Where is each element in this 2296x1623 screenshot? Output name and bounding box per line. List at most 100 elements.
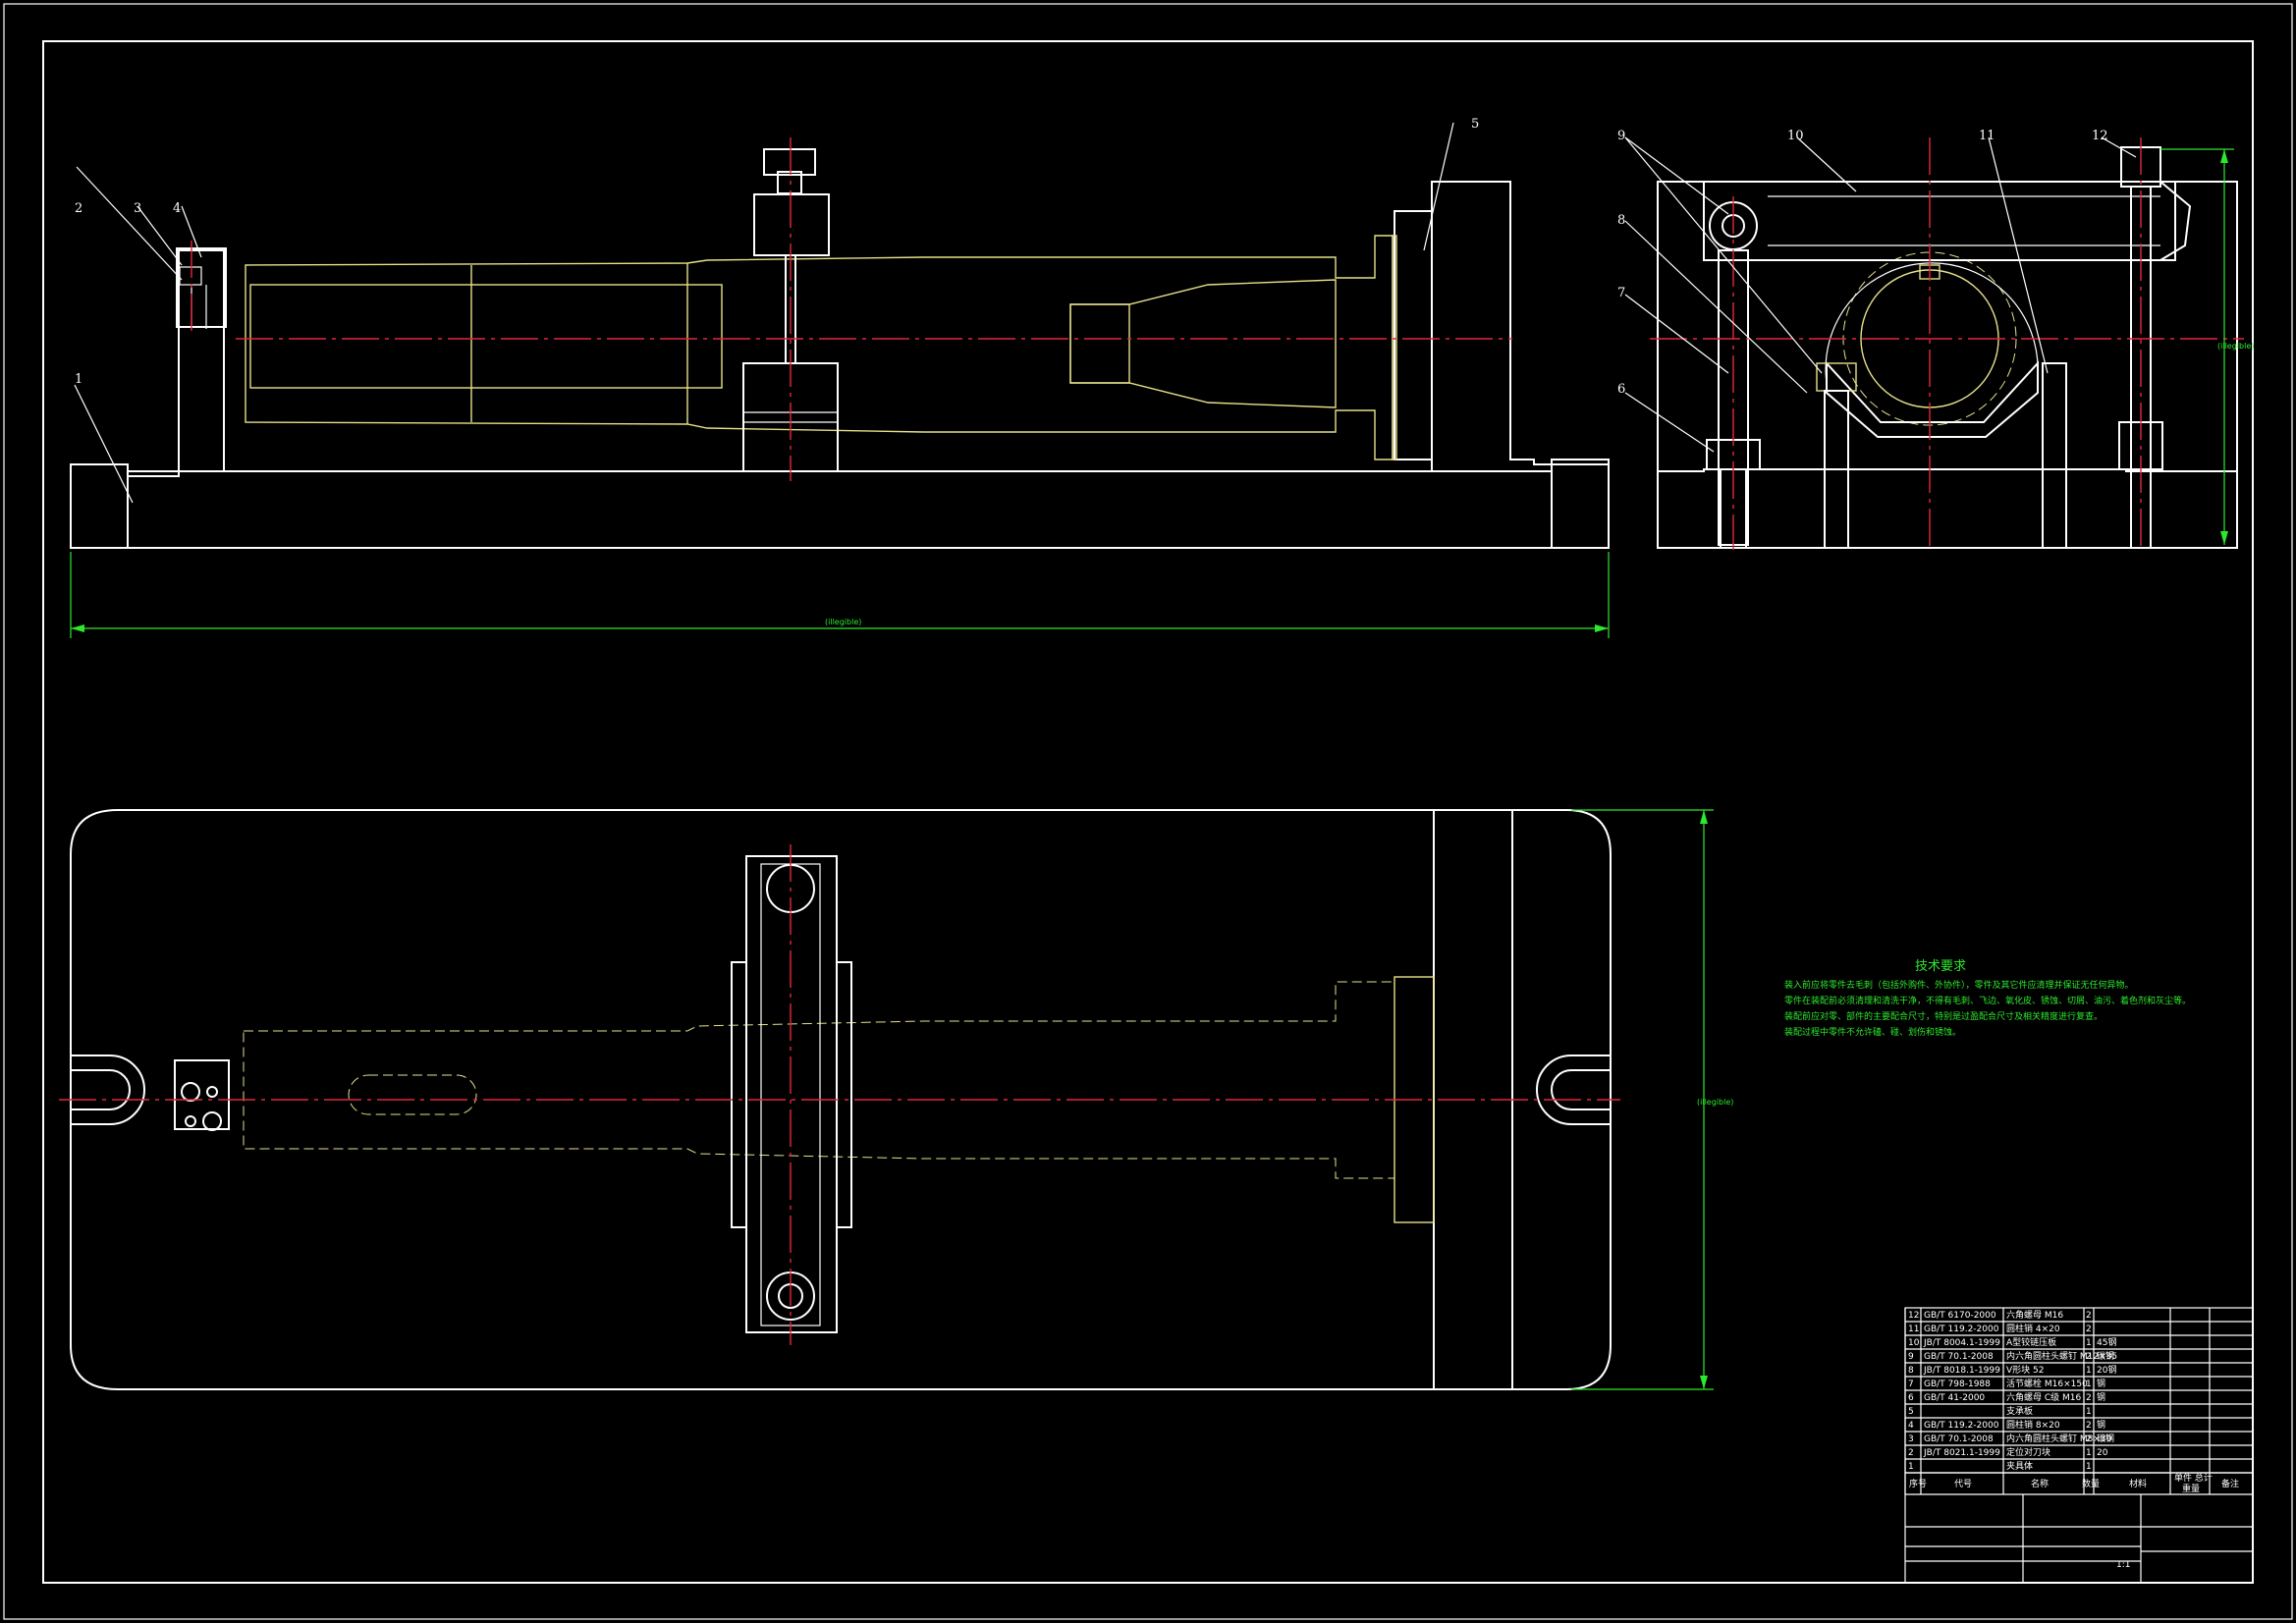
bom-cell-no: 3	[1908, 1434, 1914, 1444]
bom-cell-code: JB/T 8004.1-1999	[1923, 1338, 2000, 1348]
bom-cell-qty: 2	[2086, 1325, 2092, 1334]
side-section-view: (illegible) 6 7 8 9 10 11 12	[1617, 129, 2254, 550]
bom-cell-name: 六角螺母 M16	[2006, 1309, 2063, 1321]
bom-cell-material: 45钢	[2097, 1336, 2116, 1348]
front-length-label: (illegible)	[825, 618, 861, 626]
bom-cell-qty: 1	[2086, 1338, 2092, 1348]
balloon-4: 4	[173, 201, 181, 216]
bom-cell-no: 10	[1908, 1338, 1920, 1348]
tech-req-line-3: 装配前应对零、部件的主要配合尺寸，特别是过盈配合尺寸及相关精度进行复查。	[1784, 1010, 2103, 1022]
locating-block	[176, 247, 227, 328]
bom-cell-material: 钢	[2097, 1378, 2105, 1389]
bom-header-no: 序号	[1909, 1478, 1927, 1489]
top-clamp-plate	[745, 855, 838, 1333]
hinge-press-plate	[1703, 181, 2176, 261]
bom-cell-qty: 2	[2086, 1434, 2092, 1444]
bom-cell-code: JB/T 8018.1-1999	[1923, 1366, 2000, 1376]
bom-cell-code: GB/T 6170-2000	[1924, 1311, 1996, 1321]
balloon-3: 3	[134, 201, 141, 216]
bom-header-material: 材料	[2129, 1478, 2147, 1489]
bom-cell-qty: 1	[2086, 1448, 2092, 1458]
fixture-body	[70, 181, 1610, 549]
bom-cell-code: GB/T 70.1-2008	[1924, 1352, 1994, 1362]
balloon-9: 9	[1617, 129, 1625, 143]
bom-cell-no: 11	[1908, 1325, 1919, 1334]
bom-cell-name: 活节螺栓 M16×150	[2006, 1378, 2088, 1389]
bom-cell-no: 7	[1908, 1380, 1914, 1389]
bom-cell-qty: 2	[2086, 1311, 2092, 1321]
bom-cell-material: 钢	[2097, 1391, 2105, 1403]
bom-cell-name: V形块 52	[2006, 1364, 2044, 1376]
balloon-1: 1	[75, 372, 82, 387]
bom-cell-name: 支承板	[2006, 1405, 2033, 1417]
bom-cell-code: GB/T 119.2-2000	[1924, 1325, 1999, 1334]
tech-requirements-title: 技术要求	[1915, 959, 1966, 974]
balloon-6: 6	[1617, 382, 1625, 397]
top-shaft-outline	[243, 981, 1395, 1179]
bom-cell-no: 2	[1908, 1448, 1914, 1458]
balloon-5: 5	[1471, 117, 1479, 132]
bom-cell-code: GB/T 41-2000	[1924, 1393, 1985, 1403]
tech-req-line-1: 装入前应将零件去毛刺（包括外购件、外协件），零件及其它件应清理并保证无任何异物。	[1784, 979, 2134, 991]
bom-cell-no: 8	[1908, 1366, 1914, 1376]
inner-frame	[42, 40, 2254, 1584]
top-width-label: (illegible)	[1697, 1098, 1733, 1107]
bom-cell-material: 20钢	[2097, 1364, 2116, 1376]
balloon-10: 10	[1787, 129, 1804, 143]
balloon-12: 12	[2092, 129, 2108, 143]
shaft-workpiece	[245, 235, 1394, 460]
bom-cell-no: 1	[1908, 1462, 1914, 1472]
support-plate	[1394, 210, 1433, 460]
bom-cell-qty: 1	[2086, 1380, 2092, 1389]
bom-cell-name: 六角螺母 C级 M16	[2006, 1391, 2081, 1403]
bom-cell-material: 碳钢	[2097, 1350, 2114, 1362]
bom-cell-name: A型铰链压板	[2006, 1336, 2056, 1348]
bom-cell-code: GB/T 70.1-2008	[1924, 1434, 1994, 1444]
balloon-2: 2	[75, 201, 82, 216]
bom-cell-material: 钢	[2097, 1419, 2105, 1431]
bom-cell-material: 20	[2097, 1448, 2108, 1458]
bom-cell-qty: 2	[2086, 1393, 2092, 1403]
bom-cell-no: 4	[1908, 1421, 1914, 1431]
bom-cell-qty: 2	[2086, 1352, 2092, 1362]
outer-frame	[3, 3, 2293, 1620]
balloon-7: 7	[1617, 286, 1625, 300]
bom-cell-code: GB/T 119.2-2000	[1924, 1421, 1999, 1431]
bom-cell-code: GB/T 798-1988	[1924, 1380, 1991, 1389]
top-body-outline	[70, 809, 1612, 1390]
bom-header-weight: 单件 总计	[2174, 1472, 2213, 1484]
bom-cell-name: 夹具体	[2006, 1460, 2033, 1472]
bom-header-note: 备注	[2221, 1478, 2239, 1489]
bom-cell-name: 内六角圆柱头螺钉 M12×35	[2006, 1350, 2117, 1362]
bom-cell-name: 定位对刀块	[2006, 1446, 2050, 1458]
balloon-8: 8	[1617, 213, 1625, 228]
bom-cell-name: 内六角圆柱头螺钉 M8×30	[2006, 1433, 2112, 1444]
bom-cell-no: 6	[1908, 1393, 1914, 1403]
v-block	[1826, 360, 2039, 438]
bom-cell-material: 碳钢	[2097, 1433, 2114, 1444]
tech-requirements: 技术要求 装入前应将零件去毛刺（包括外购件、外协件），零件及其它件应清理并保证无…	[1784, 959, 2191, 1038]
bom-cell-qty: 1	[2086, 1366, 2092, 1376]
bom-cell-code: JB/T 8021.1-1999	[1923, 1448, 2000, 1458]
bom-cell-no: 5	[1908, 1407, 1914, 1417]
bom-header-name: 名称	[2031, 1478, 2049, 1489]
bom-cell-name: 圆柱销 8×20	[2006, 1419, 2060, 1431]
bom-cell-qty: 1	[2086, 1462, 2092, 1472]
front-section-view: (illegible) 1 2 3 4 5	[70, 117, 1610, 638]
bom-cell-name: 圆柱销 4×20	[2006, 1323, 2060, 1334]
bom-header-code: 代号	[1954, 1479, 1972, 1489]
bom-cell-qty: 1	[2086, 1407, 2092, 1417]
bom-cell-no: 12	[1908, 1311, 1919, 1321]
bom-cell-no: 9	[1908, 1352, 1914, 1362]
title-block-scale: 1:1	[2116, 1560, 2130, 1570]
bom-cell-qty: 2	[2086, 1421, 2092, 1431]
bom-header-weight-sub: 重量	[2182, 1483, 2200, 1494]
tech-req-line-4: 装配过程中零件不允许磕、碰、划伤和锈蚀。	[1784, 1026, 1961, 1038]
tech-req-line-2: 零件在装配前必须清理和清洗干净，不得有毛刺、飞边、氧化皮、锈蚀、切屑、油污、着色…	[1784, 995, 2191, 1006]
balloon-11: 11	[1979, 129, 1995, 143]
bom-header-qty: 数量	[2082, 1478, 2100, 1489]
side-height-label: (illegible)	[2217, 342, 2254, 351]
top-view: (illegible)	[59, 809, 1733, 1390]
